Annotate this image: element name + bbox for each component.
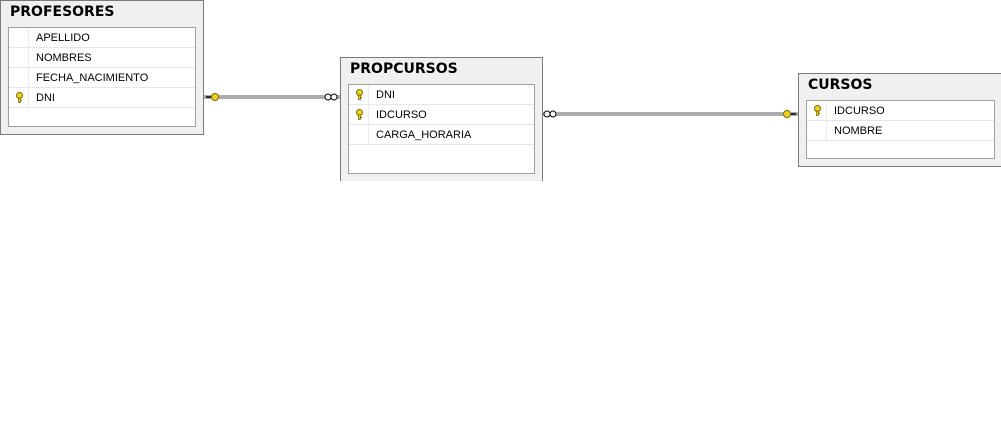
key-end-icon bbox=[206, 93, 219, 101]
row-selector[interactable] bbox=[349, 85, 369, 104]
primary-key-icon bbox=[349, 105, 369, 124]
primary-key-icon bbox=[807, 101, 827, 120]
column-name: IDCURSO bbox=[376, 109, 427, 121]
column-name: NOMBRES bbox=[36, 52, 92, 64]
row-selector[interactable] bbox=[9, 48, 29, 67]
column-name: IDCURSO bbox=[834, 105, 885, 117]
row-selector[interactable] bbox=[349, 105, 369, 124]
table-title: PROFESORES bbox=[1, 1, 203, 21]
column-row[interactable]: IDCURSO bbox=[807, 101, 994, 121]
row-selector[interactable] bbox=[807, 121, 827, 140]
table-propcursos[interactable]: PROPCURSOS DNI IDCURSO CARGA_HORARIA bbox=[340, 57, 543, 181]
column-name: DNI bbox=[376, 89, 395, 101]
row-selector[interactable] bbox=[807, 101, 827, 120]
column-name: FECHA_NACIMIENTO bbox=[36, 72, 149, 84]
column-name: APELLIDO bbox=[36, 32, 90, 44]
table-profesores[interactable]: PROFESORES APELLIDO NOMBRES FECHA_NACIMIEN… bbox=[0, 0, 204, 135]
table-title: CURSOS bbox=[799, 74, 1001, 94]
column-grid: APELLIDO NOMBRES FECHA_NACIMIENTO DNI bbox=[8, 27, 196, 127]
column-name: CARGA_HORARIA bbox=[376, 129, 472, 141]
primary-key-icon bbox=[9, 88, 29, 107]
relationship-profesores-propcursos[interactable] bbox=[204, 93, 340, 101]
infinity-end-icon bbox=[543, 110, 557, 118]
column-row[interactable]: NOMBRES bbox=[9, 48, 195, 68]
column-row[interactable]: APELLIDO bbox=[9, 28, 195, 48]
row-selector[interactable] bbox=[9, 88, 29, 107]
row-selector[interactable] bbox=[349, 125, 369, 144]
column-row[interactable]: CARGA_HORARIA bbox=[349, 125, 534, 145]
column-name: DNI bbox=[36, 92, 55, 104]
column-row[interactable]: DNI bbox=[9, 88, 195, 108]
row-selector[interactable] bbox=[9, 28, 29, 47]
column-name: NOMBRE bbox=[834, 125, 883, 137]
column-row[interactable]: NOMBRE bbox=[807, 121, 994, 141]
infinity-end-icon bbox=[324, 93, 338, 101]
column-row[interactable]: FECHA_NACIMIENTO bbox=[9, 68, 195, 88]
table-cursos[interactable]: CURSOS IDCURSO NOMBRE bbox=[798, 73, 1001, 167]
column-row[interactable]: IDCURSO bbox=[349, 105, 534, 125]
column-grid: DNI IDCURSO CARGA_HORARIA bbox=[348, 84, 535, 174]
table-title: PROPCURSOS bbox=[341, 58, 542, 78]
primary-key-icon bbox=[349, 85, 369, 104]
key-end-icon bbox=[783, 110, 796, 118]
relationship-propcursos-cursos[interactable] bbox=[542, 110, 798, 118]
column-grid: IDCURSO NOMBRE bbox=[806, 100, 995, 159]
row-selector[interactable] bbox=[9, 68, 29, 87]
column-row[interactable]: DNI bbox=[349, 85, 534, 105]
